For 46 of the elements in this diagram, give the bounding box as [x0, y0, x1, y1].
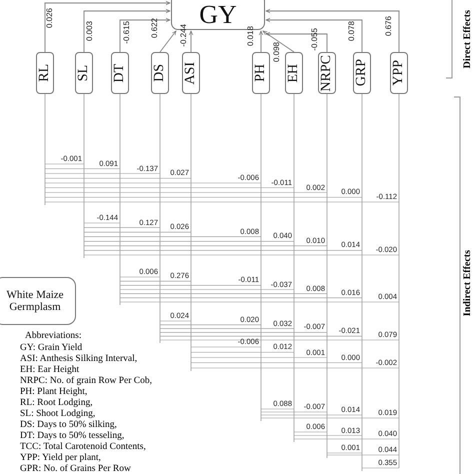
trait-box: GRP [353, 52, 371, 94]
arrow [120, 18, 170, 52]
arrow [266, 18, 362, 52]
edge-label: 0.676 [385, 16, 393, 36]
abbreviation-entry: ASI: Anthesis Silking Interval, [20, 354, 138, 364]
bracket-label: Direct Effects [463, 10, 473, 68]
edge-label: 0.003 [86, 21, 94, 42]
abbreviation-entry: GY: Grain Yield [20, 343, 82, 353]
arrow [188, 30, 194, 52]
arrow [84, 8, 170, 52]
trait-box: ASI [182, 52, 200, 94]
bracket-label: Indirect Effects [463, 250, 473, 316]
abbreviation-entry: DT: Days to 50% tesseling, [20, 431, 124, 441]
trait-box: YPP [390, 52, 408, 94]
arrow [258, 30, 264, 52]
trait-box: DS [151, 52, 169, 94]
trait-box: PH [252, 52, 270, 94]
trait-box: RL [36, 52, 54, 94]
trait-box: DT [111, 52, 129, 94]
germplasm-box: White Maize Germplasm [0, 277, 76, 325]
abbreviation-entry: RL: Root Lodging, [20, 398, 93, 408]
arrow [266, 32, 328, 52]
abbreviation-entry: EH: Ear Height [20, 365, 80, 375]
arrow [44, 0, 170, 52]
arrow [266, 8, 400, 52]
abbreviation-entry: NRPC: No. of grain Row Per Cob, [20, 376, 152, 386]
edge-label: 0.098 [273, 42, 281, 62]
edge-label: 0.026 [46, 8, 54, 28]
abbreviation-entry: PH: Plant Height, [20, 387, 88, 397]
edge-label: 0.078 [348, 21, 356, 42]
edge-label: 0.622 [151, 18, 159, 38]
edge-label: 0.018 [247, 26, 255, 46]
arrow [262, 30, 294, 52]
arrow [160, 30, 176, 52]
trait-box: NRPC [318, 52, 336, 94]
abbreviation-entry: TCC: Total Carotenoid Contents, [20, 442, 146, 452]
abbreviation-entry: DS: Days to 50% silking, [20, 420, 117, 430]
abbreviation-entry: YPP: Yield per plant, [20, 453, 101, 463]
trait-box: EH [285, 52, 303, 94]
edge-label: -0.055 [311, 28, 319, 51]
abbreviation-entry: GPR: No. of Grains Per Row [20, 464, 131, 474]
trait-box: SL [75, 52, 93, 94]
abbreviation-entry: SL: Shoot Lodging, [20, 409, 96, 419]
abbreviations-heading: Abbreviations: [25, 331, 82, 341]
edge-label: -0.244 [180, 24, 188, 47]
edge-label: -0.615 [123, 21, 131, 44]
